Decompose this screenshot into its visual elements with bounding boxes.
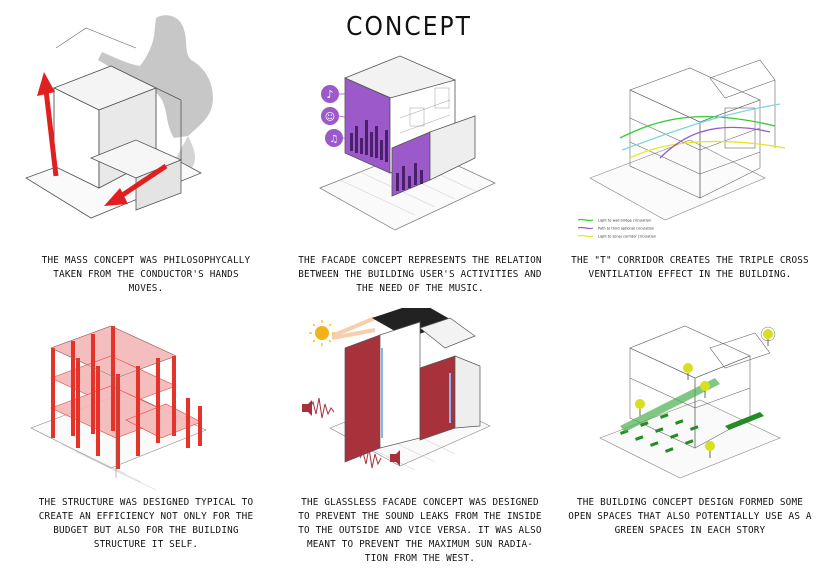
facade-concept-diagram: ♪ ☺ ♫ — [319, 55, 496, 231]
caption-mass: THE MASS CONCEPT WAS PHILOSOPHYCALLY TAK… — [41, 255, 251, 294]
corridor-concept-diagram: Light to wall bridge circulation Path to… — [577, 59, 786, 239]
caption-corridor: THE "T" CORRIDOR CREATES THE TRIPLE CROS… — [571, 255, 809, 280]
sun-icon — [309, 320, 335, 346]
caption-structure: THE STRUCTURE WAS DESIGNED TYPICAL TO CR… — [38, 497, 254, 550]
page-title: CONCEPT — [346, 12, 472, 42]
structure-concept-panel: THE STRUCTURE WAS DESIGNED TYPICAL TO CR… — [16, 308, 276, 550]
structure-concept-diagram — [30, 325, 207, 491]
svg-text:☺: ☺ — [325, 112, 335, 123]
glassless-facade-panel: THE GLASSLESS FACADE CONCEPT WAS DESIGNE… — [290, 308, 550, 564]
svg-text:Path to third optional circula: Path to third optional circulation — [598, 227, 654, 231]
sound-wave-left — [302, 397, 335, 419]
facade-concept-panel: ♪ ☺ ♫ THE FACADE CONCEPT REPRESENTS THE … — [290, 8, 550, 294]
sound-wave-right — [359, 447, 400, 469]
glassless-facade-diagram — [302, 308, 491, 471]
vertical-arrow — [37, 72, 59, 177]
green-space-panel: THE BUILDING CONCEPT DESIGN FORMED SOME … — [560, 308, 818, 548]
caption-facade: THE FACADE CONCEPT REPRESENTS THE RELATI… — [298, 255, 542, 294]
caption-green: THE BUILDING CONCEPT DESIGN FORMED SOME … — [568, 497, 812, 536]
svg-text:♪: ♪ — [326, 88, 333, 101]
person-icon: ☺ — [321, 107, 339, 125]
conductor-figure — [98, 15, 213, 138]
mass-concept-panel: THE MASS CONCEPT WAS PHILOSOPHYCALLY TAK… — [16, 8, 276, 294]
caption-glassless: THE GLASSLESS FACADE CONCEPT WAS DESIGNE… — [298, 497, 542, 564]
legend: Light to wall bridge circulation Path to… — [577, 219, 656, 239]
mass-concept-diagram — [25, 15, 213, 219]
corridor-concept-panel: Light to wall bridge circulation Path to… — [560, 8, 818, 280]
svg-text:♫: ♫ — [330, 134, 339, 145]
tree-icons — [635, 326, 776, 458]
svg-text:Light to zone/ corridor circul: Light to zone/ corridor circulation — [598, 235, 656, 239]
ensemble-icon: ♫ — [325, 129, 343, 147]
ventilation-flows — [619, 103, 786, 159]
diagonal-arrow — [104, 163, 168, 206]
music-note-icon: ♪ — [321, 85, 339, 103]
green-space-diagram — [599, 325, 781, 479]
svg-text:Light to wall bridge circulati: Light to wall bridge circulation — [598, 219, 651, 223]
